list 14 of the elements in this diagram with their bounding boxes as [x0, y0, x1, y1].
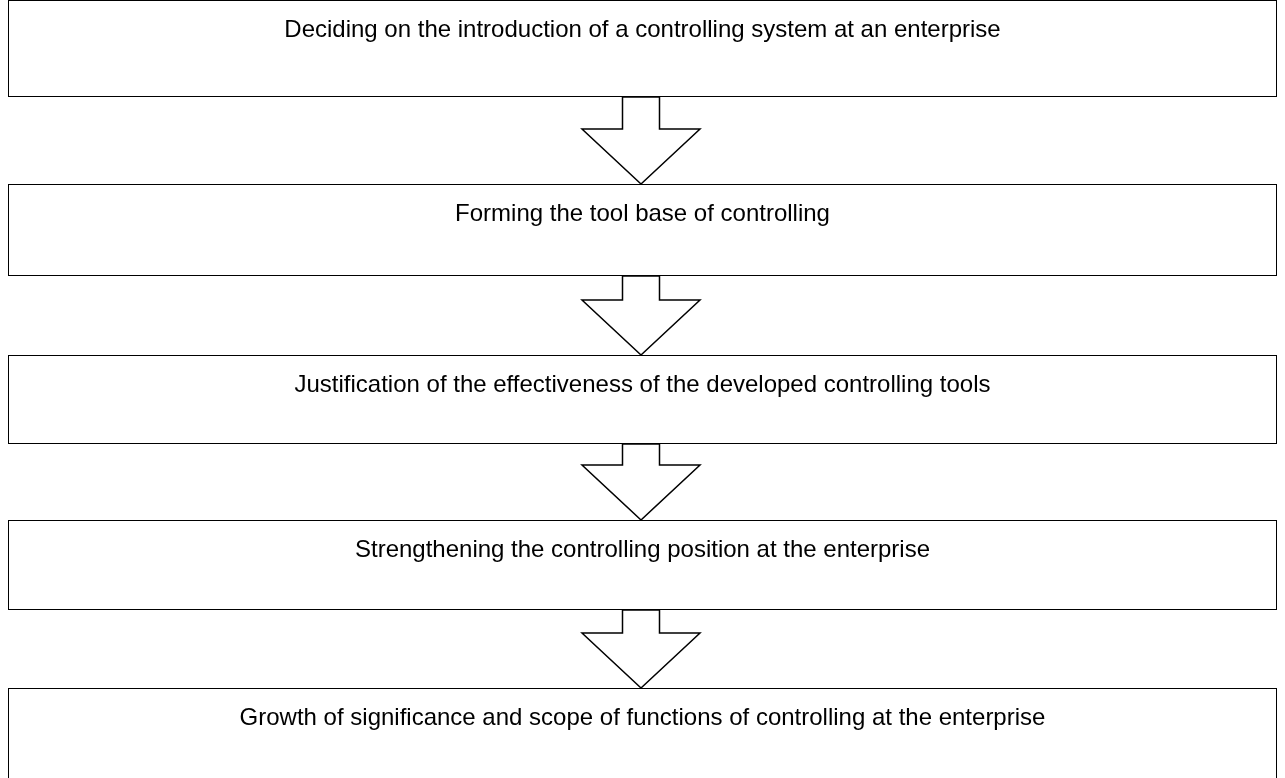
process-box: [8, 688, 1277, 778]
step-text: Growth of significance and scope of functions of controlling at the enterprise: [238, 703, 1047, 731]
process-box: [8, 355, 1277, 444]
process-box: [8, 184, 1277, 276]
step-text: Forming the tool base of controlling: [454, 199, 831, 227]
process-box: [8, 520, 1277, 610]
block-arrow: [580, 609, 702, 690]
process-box: [8, 0, 1277, 97]
block-arrow: [580, 275, 702, 357]
step-text: Strengthening the controlling position at the enterprise: [353, 535, 931, 563]
block-arrow: [580, 96, 702, 186]
step-text: Deciding on the introduction of a controlling system at an enterprise: [283, 15, 1002, 43]
block-arrow: [580, 443, 702, 522]
step-text: Justification of the effectiveness of the developed controlling tools: [293, 370, 992, 398]
